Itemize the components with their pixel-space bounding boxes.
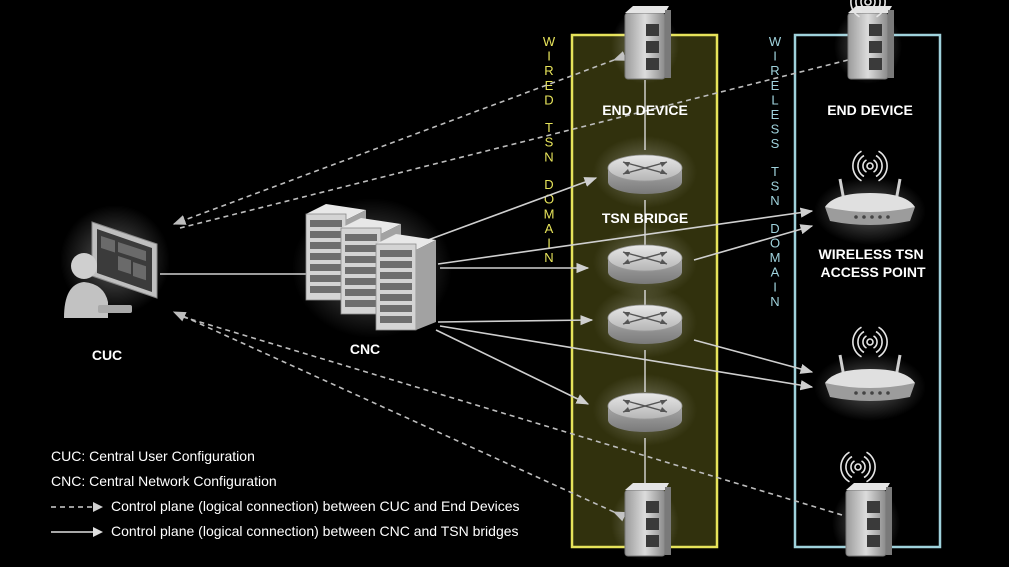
- wireless-access-point-label-line-2: ACCESS POINT: [820, 264, 925, 280]
- link-bridge-ap-2: [693, 339, 814, 374]
- wireless-domain-label-letter: I: [773, 279, 777, 294]
- cuc-workstation-icon: [60, 205, 170, 318]
- wireless-end-device-label: END DEVICE: [827, 102, 913, 118]
- wireless-domain-label-letter: T: [771, 164, 779, 179]
- wifi-signal-icon: [852, 150, 888, 182]
- dashed-link-cuc-wireless-end-device: [179, 59, 849, 229]
- legend-solid-row: Control plane (logical connection) betwe…: [51, 519, 520, 544]
- legend-solid-description: Control plane (logical connection) betwe…: [111, 523, 519, 539]
- legend-cnc-row: CNC: Central Network Configuration: [51, 469, 520, 494]
- wireless-domain-label-letter: E: [771, 107, 780, 122]
- wireless-domain-label-letter: D: [770, 221, 779, 236]
- link-cnc-bridge-1: [427, 177, 598, 241]
- wired-domain-label-letter: I: [547, 235, 551, 250]
- wired-domain-label-letter: D: [544, 92, 553, 107]
- wired-domain-label-letter: W: [543, 34, 556, 49]
- wireless-access-point-2: [814, 353, 926, 421]
- legend-dashed-description: Control plane (logical connection) betwe…: [111, 498, 520, 514]
- tsn-bridge-2: [593, 226, 697, 298]
- legend-dashed-row: Control plane (logical connection) betwe…: [51, 494, 520, 519]
- legend-cnc-definition: CNC: Central Network Configuration: [51, 473, 277, 489]
- legend: CUC: Central User Configuration CNC: Cen…: [51, 444, 520, 544]
- wired-end-device-label: END DEVICE: [602, 102, 688, 118]
- wireless-domain-label-letter: I: [773, 49, 777, 64]
- wireless-end-device-bottom: [832, 483, 900, 561]
- link-cnc-ap-2: [439, 325, 814, 391]
- dashed-link-cuc-wired-end-device: [172, 51, 627, 225]
- wireless-domain-label-letter: E: [771, 78, 780, 93]
- legend-cuc-definition: CUC: Central User Configuration: [51, 448, 255, 464]
- wired-domain-label-letter: D: [544, 177, 553, 192]
- wired-domain-label-letter: S: [545, 135, 554, 150]
- wired-domain-label-letter: M: [544, 206, 555, 221]
- legend-cuc-row: CUC: Central User Configuration: [51, 444, 520, 469]
- wireless-domain-label-letter: O: [770, 235, 780, 250]
- tsn-bridge-4: [593, 374, 697, 446]
- wireless-domain-label-letter: N: [770, 294, 779, 309]
- wifi-signal-icon: [852, 326, 888, 358]
- wireless-domain-label-letter: S: [771, 136, 780, 151]
- wireless-domain-label-letter: S: [771, 179, 780, 194]
- cuc-label: CUC: [92, 347, 122, 363]
- wifi-signal-icon: [850, 0, 886, 18]
- solid-arrow-icon: [51, 526, 103, 537]
- wireless-domain-label-letter: R: [770, 63, 779, 78]
- wired-end-device-bottom: [611, 483, 679, 561]
- wired-domain-label-letter: T: [545, 120, 553, 135]
- link-cnc-bridge-4: [435, 329, 590, 405]
- link-cnc-bridge-3: [437, 315, 594, 326]
- wireless-access-point-1: [814, 177, 926, 245]
- wired-end-device-top: [611, 6, 679, 84]
- wired-domain-label-letter: N: [544, 149, 553, 164]
- wired-domain-label-letter: R: [544, 63, 553, 78]
- wifi-signal-icon: [840, 451, 876, 483]
- wireless-access-point-label-line-1: WIRELESS TSN: [819, 246, 924, 262]
- wired-domain-label-letter: I: [547, 49, 551, 64]
- tsn-bridge-label: TSN BRIDGE: [602, 210, 688, 226]
- wireless-domain-label-letter: N: [770, 193, 779, 208]
- wireless-domain-label-letter: A: [771, 265, 780, 280]
- wireless-domain-label-letter: M: [770, 250, 781, 265]
- tsn-bridge-1: [593, 136, 697, 208]
- cnc-label: CNC: [350, 341, 380, 357]
- wireless-domain-label-letter: S: [771, 122, 780, 137]
- link-bridge-ap-1: [693, 224, 814, 261]
- wireless-domain-label-letter: W: [769, 34, 782, 49]
- dashed-arrow-icon: [51, 501, 103, 512]
- wireless-access-point-label: WIRELESS TSN ACCESS POINT: [819, 246, 928, 280]
- wireless-domain-label-letter: L: [771, 92, 778, 107]
- cnc-servers-icon: [292, 198, 452, 338]
- wired-domain-label-letter: A: [545, 221, 554, 236]
- dashed-connections: [172, 51, 849, 522]
- tsn-bridge-3: [593, 286, 697, 358]
- dashed-link-cuc-bottom-wireless-device: [179, 315, 843, 516]
- wireless-end-device-top: [834, 6, 902, 84]
- wired-domain-label-letter: N: [544, 250, 553, 265]
